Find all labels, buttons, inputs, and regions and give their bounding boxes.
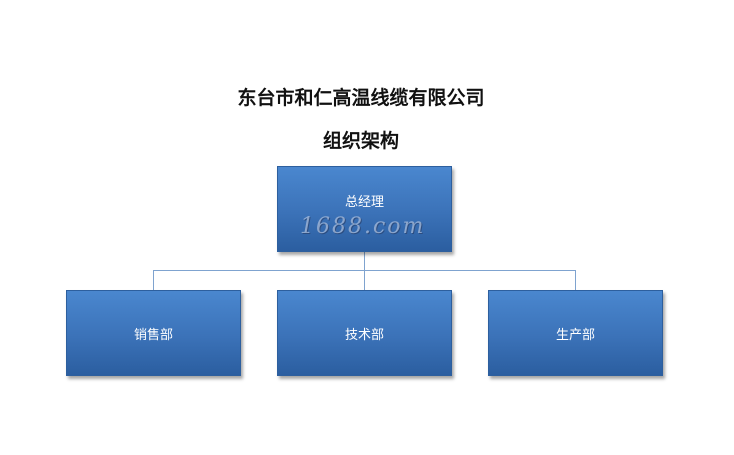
org-node-label: 生产部 (555, 327, 595, 343)
org-node-label: 销售部 (133, 327, 173, 343)
org-node-label: 总经理 (344, 194, 384, 210)
chart-subtitle: 组织架构 (322, 130, 399, 152)
org-node-production: 生产部 (488, 290, 663, 376)
org-node-label: 技术部 (344, 327, 384, 343)
org-node-sales: 销售部 (66, 290, 241, 376)
watermark: 1688.com (300, 214, 426, 239)
org-node-technical: 技术部 (277, 290, 452, 376)
company-title: 东台市和仁高温线缆有限公司 (237, 87, 485, 109)
org-node-general-manager: 总经理 (277, 166, 452, 252)
